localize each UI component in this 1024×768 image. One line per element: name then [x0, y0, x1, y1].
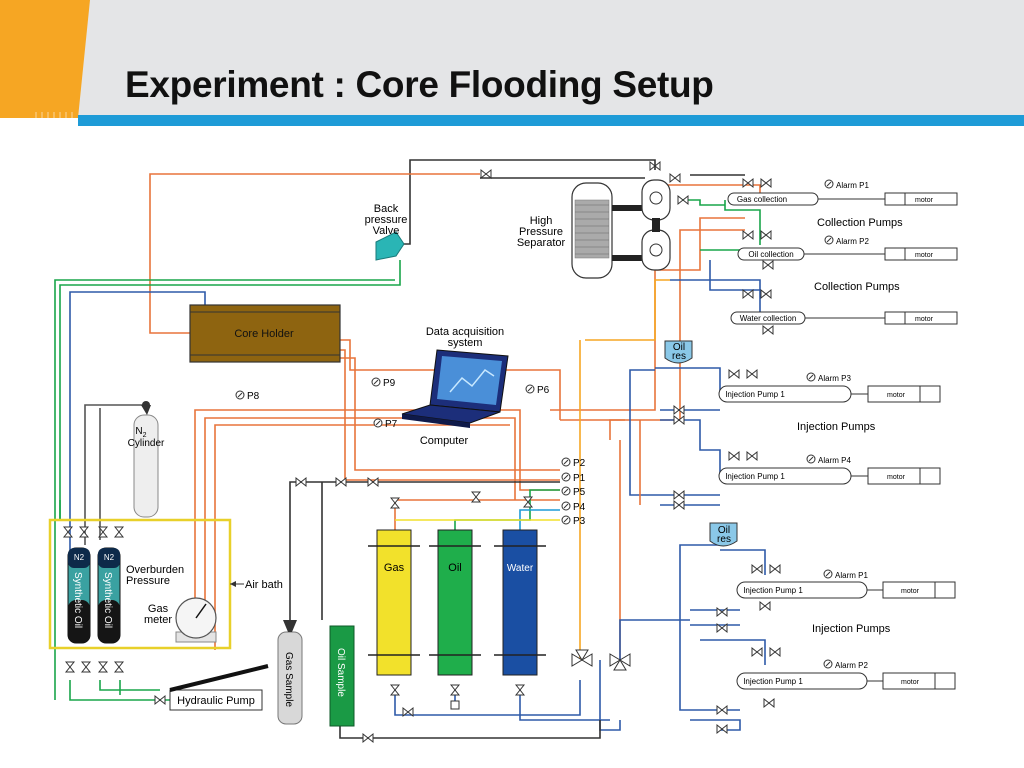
n2-tag-1: N2: [74, 553, 85, 562]
synthetic-oil-label-2: Synthetic Oil: [102, 572, 113, 628]
injection-pump-1b: Injection Pump 1: [725, 472, 785, 481]
collection-alarm-p2: Alarm P2: [836, 237, 869, 246]
oil-sample-cylinder: [329, 625, 355, 727]
inj-motor-4: motor: [901, 679, 920, 686]
gauge-p2: P2: [573, 458, 586, 469]
hydraulic-pump-label: Hydraulic Pump: [177, 695, 255, 707]
collection-pumps: [727, 179, 958, 325]
gauge-p8: P8: [247, 391, 260, 402]
gauge-p4: P4: [573, 502, 586, 513]
gauge-p9: P9: [383, 378, 396, 389]
vessel-water-label: Water: [507, 563, 534, 574]
slide-header: [0, 0, 1024, 118]
injection-pumps-label-1: Injection Pumps: [797, 421, 876, 433]
piping: [54, 159, 766, 739]
air-bath-label: Air bath: [245, 579, 283, 591]
pressure-gauges: P9 P8 P7 P6 P2 P1 P5 P4 P3: [235, 377, 586, 527]
gas-collection-label: Gas collection: [737, 195, 787, 204]
gauge-p7: P7: [385, 419, 398, 430]
slide-title: Experiment : Core Flooding Setup: [125, 64, 714, 105]
n2-cylinder: [133, 401, 159, 518]
n2-label: N2: [135, 426, 146, 439]
injection-pump-1a: Injection Pump 1: [725, 390, 785, 399]
laptop-icon: [401, 349, 509, 428]
orange-accent-shape: [0, 0, 90, 118]
synthetic-oil-label-1: Synthetic Oil: [72, 572, 83, 628]
water-collection-label: Water collection: [740, 314, 797, 323]
collection-motor-2: motor: [915, 252, 934, 259]
fluid-vessels: [368, 529, 546, 676]
injection-pump-2b: Injection Pump 1: [743, 677, 803, 686]
gauge-p5: P5: [573, 487, 586, 498]
injection-pumps: [718, 372, 956, 690]
back-pressure-valve: [375, 231, 405, 261]
alarm-p2: Alarm P2: [835, 661, 868, 670]
computer-label: Computer: [420, 435, 469, 447]
injection-pump-2a: Injection Pump 1: [743, 586, 803, 595]
collection-pumps-label-1: Collection Pumps: [817, 217, 903, 229]
high-pressure-separator: [571, 179, 671, 279]
gas-meter: [175, 597, 217, 643]
n2-tag-2: N2: [104, 553, 115, 562]
gauge-p6: P6: [537, 385, 550, 396]
valves: [63, 161, 781, 743]
injection-pumps-label-2: Injection Pumps: [812, 623, 891, 635]
alarm-p1: Alarm P1: [835, 571, 868, 580]
gas-sample-label: Gas Sample: [283, 652, 294, 707]
oil-collection-label: Oil collection: [748, 250, 793, 259]
inj-motor-3: motor: [901, 588, 920, 595]
alarm-p4: Alarm P4: [818, 456, 851, 465]
vessel-oil-label: Oil: [448, 562, 461, 574]
oil-sample-label: Oil Sample: [335, 648, 346, 697]
collection-alarm-p1: Alarm P1: [836, 181, 869, 190]
n2-cylinder-label: Cylinder: [128, 438, 165, 449]
collection-motor-1: motor: [915, 197, 934, 204]
header-rule: [78, 115, 1024, 126]
vessel-gas-label: Gas: [384, 562, 405, 574]
alarm-p3: Alarm P3: [818, 374, 851, 383]
oil-reservoirs: [664, 340, 738, 547]
core-holder-label: Core Holder: [234, 328, 294, 340]
gas-sample-cylinder: [277, 620, 303, 725]
inj-motor-1: motor: [887, 392, 906, 399]
collection-pumps-label-2: Collection Pumps: [814, 281, 900, 293]
synthetic-oil-cylinders: [67, 547, 121, 644]
collection-motor-3: motor: [915, 316, 934, 323]
inj-motor-2: motor: [887, 474, 906, 481]
three-way-valves: [571, 649, 631, 671]
gauge-p1: P1: [573, 473, 586, 484]
gauge-p3: P3: [573, 516, 586, 527]
hydraulic-pump: [169, 664, 269, 711]
core-holder: [189, 304, 341, 363]
